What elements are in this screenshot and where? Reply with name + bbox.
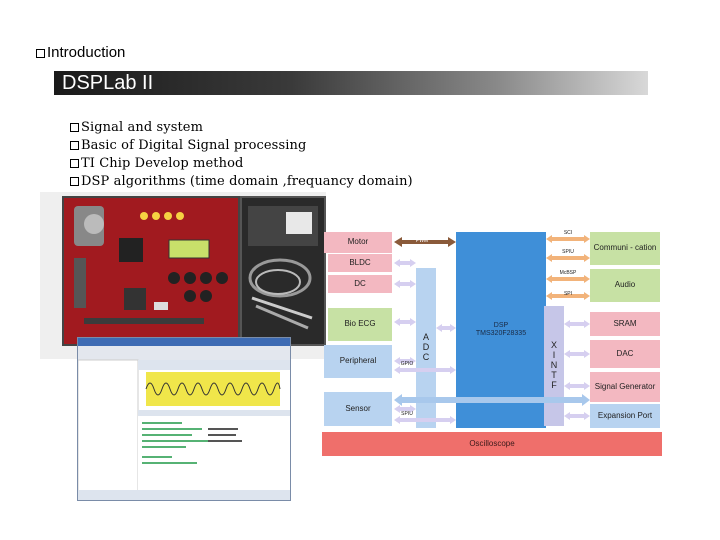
spi-label: SPI xyxy=(563,291,573,298)
block-diagram: Motor BLDC DC Bio ECG Peripheral Sensor … xyxy=(322,228,662,456)
spiu-label-bottom: SPIU xyxy=(401,411,413,418)
bldc-block: BLDC xyxy=(328,254,392,272)
circuit-board-image xyxy=(62,196,240,346)
dc-block: DC xyxy=(328,275,392,293)
title-banner: DSPLab II xyxy=(54,71,648,95)
xintf-block: X I N T F xyxy=(544,306,564,426)
audio-block: Audio xyxy=(590,269,660,302)
topic-item: Basic of Digital Signal processing xyxy=(70,138,306,153)
cable-case-image xyxy=(240,196,326,346)
motor-block: Motor xyxy=(324,232,392,253)
spiu-label: SPIU xyxy=(562,249,574,256)
checkbox-bullet-icon xyxy=(70,159,79,168)
bio-ecg-block: Bio ECG xyxy=(328,308,392,341)
intro-label: Introduction xyxy=(47,44,126,61)
signal-generator-block: Signal Generator xyxy=(590,372,660,402)
adc-block: A D C xyxy=(416,268,436,428)
dac-block: DAC xyxy=(590,340,660,368)
oscilloscope-bar: Oscilloscope xyxy=(322,432,662,456)
intro-heading: Introduction xyxy=(36,44,125,61)
checkbox-bullet-icon xyxy=(70,123,79,132)
software-window-image xyxy=(77,337,291,501)
checkbox-bullet-icon xyxy=(70,141,79,150)
sci-label: SCI xyxy=(563,230,573,237)
peripheral-block: Peripheral xyxy=(324,345,392,378)
dsp-block: DSP TMS320F28335 xyxy=(456,232,546,428)
sensor-block: Sensor xyxy=(324,392,392,426)
banner-title: DSPLab II xyxy=(62,72,154,94)
checkbox-bullet-icon xyxy=(36,49,45,58)
mcbsp-label: McBSP xyxy=(559,270,577,277)
communication-block: Communi - cation xyxy=(590,232,660,265)
topic-item: Signal and system xyxy=(70,120,203,135)
checkbox-bullet-icon xyxy=(70,177,79,186)
expansion-port-block: Expansion Port xyxy=(590,404,660,428)
bus-arrows xyxy=(394,235,590,424)
topic-item: DSP algorithms (time domain ,frequancy d… xyxy=(70,174,413,189)
gpio-label: GPIO xyxy=(400,361,414,368)
sram-block: SRAM xyxy=(590,312,660,336)
topic-item: TI Chip Develop method xyxy=(70,156,243,171)
pwm-label: PWM xyxy=(415,238,429,245)
